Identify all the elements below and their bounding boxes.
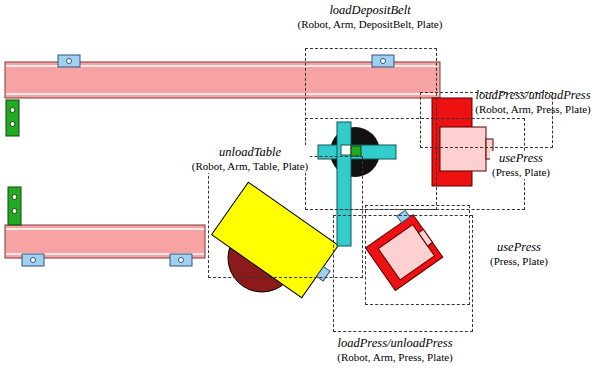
operation-region: unloadTable(Robot, Arm, Table, Plate): [208, 156, 363, 278]
table-bracket: [317, 267, 330, 281]
press-head: [440, 127, 486, 171]
gripper: [341, 145, 351, 155]
sensor-dot: [12, 195, 17, 200]
region-label: loadPress/unloadPress(Robot, Arm, Press,…: [335, 336, 455, 364]
operation-region: loadPress/unloadPress(Robot, Arm, Press,…: [333, 215, 473, 332]
operation-parameters: (Robot, Arm, Press, Plate): [335, 350, 455, 364]
belt-bracket: [170, 254, 192, 266]
operation-name: loadPress/unloadPress: [335, 336, 455, 350]
belt-bracket: [372, 55, 394, 67]
operation-parameters: (Press, Plate): [490, 165, 552, 179]
bracket-hole: [67, 59, 72, 64]
bracket-hole: [179, 258, 184, 263]
region-label: usePress(Press, Plate): [488, 240, 550, 268]
robot-arm: [337, 122, 351, 246]
belt-bracket: [58, 55, 80, 67]
region-label: usePress(Press, Plate): [490, 151, 552, 179]
region-label: unloadTable(Robot, Arm, Table, Plate): [190, 145, 310, 173]
operation-region: usePress(Press, Plate): [420, 92, 553, 148]
rotary-table: [212, 182, 339, 298]
plate: [351, 146, 361, 156]
bracket-hole: [381, 59, 386, 64]
belt-sensor: [6, 100, 19, 136]
sensor-dot: [10, 122, 15, 127]
operation-name: usePress: [488, 240, 550, 254]
feed-belt: [5, 225, 205, 258]
operation-name: usePress: [490, 151, 552, 165]
press-nub: [418, 229, 432, 246]
operation-name: unloadTable: [190, 145, 310, 159]
sensor-dot: [10, 108, 15, 113]
operation-region: usePress(Press, Plate): [365, 205, 470, 305]
belt-edge: [6, 93, 439, 95]
operation-name: loadDepositBelt: [296, 3, 445, 17]
operation-parameters: (Robot, Arm, DepositBelt, Plate): [296, 17, 445, 31]
belt-edge: [6, 228, 204, 230]
belt-bracket: [22, 254, 44, 266]
press: [366, 215, 443, 291]
operation-name: loadPress/unloadPress: [473, 88, 593, 102]
operation-region: loadDepositBelt(Robot, Arm, DepositBelt,…: [305, 48, 437, 210]
operation-parameters: (Press, Plate): [488, 254, 550, 268]
bracket-hole: [31, 258, 36, 263]
belt-sensor: [8, 187, 21, 225]
press-bracket: [397, 210, 410, 222]
operation-parameters: (Robot, Arm, Table, Plate): [190, 159, 310, 173]
press-head: [378, 225, 434, 280]
region-label: loadDepositBelt(Robot, Arm, DepositBelt,…: [296, 3, 445, 31]
sensor-dot: [12, 209, 17, 214]
operation-parameters: (Robot, Arm, Press, Plate): [473, 102, 593, 116]
